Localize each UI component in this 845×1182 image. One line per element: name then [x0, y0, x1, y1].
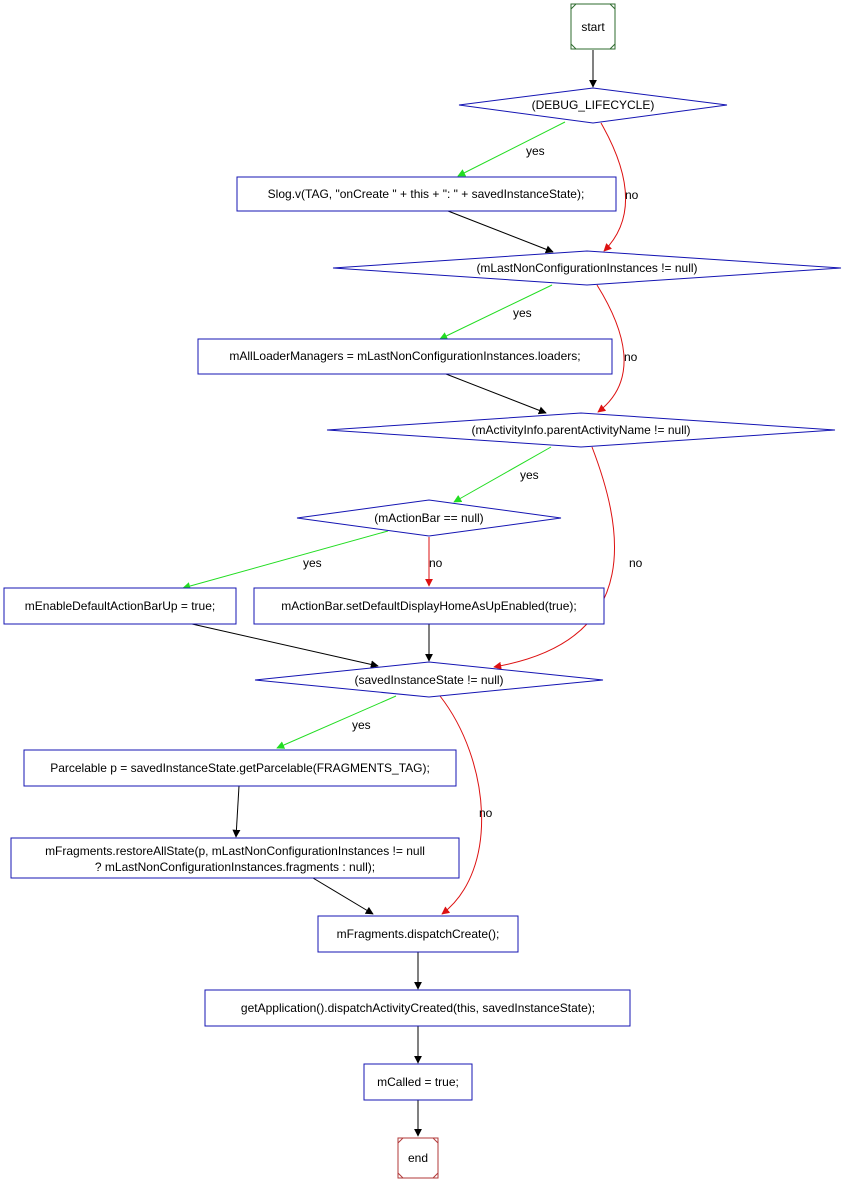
process-dispatch-create-label: mFragments.dispatchCreate(); — [337, 927, 500, 941]
process-called-label: mCalled = true; — [377, 1075, 459, 1089]
edge-parent-yes — [453, 446, 552, 503]
edge-saved-no — [439, 695, 483, 915]
edge-allloader-to-parent — [445, 373, 547, 415]
label-saved-no: no — [479, 806, 493, 820]
start-node[interactable]: start — [570, 3, 616, 50]
process-dispatch-activity-label: getApplication().dispatchActivityCreated… — [241, 1001, 595, 1015]
process-slog[interactable]: Slog.v(TAG, "onCreate " + this + ": " + … — [236, 176, 617, 212]
label-parent-yes: yes — [520, 468, 539, 482]
label-debug-yes: yes — [526, 144, 545, 158]
label-debug-no: no — [625, 188, 639, 202]
process-enable-default[interactable]: mEnableDefaultActionBarUp = true; — [3, 587, 237, 625]
decision-saved-state[interactable]: (savedInstanceState != null) — [254, 661, 604, 698]
process-slog-label: Slog.v(TAG, "onCreate " + this + ": " + … — [268, 187, 585, 201]
edge-debug-no — [600, 122, 626, 252]
process-restore-line2: ? mLastNonConfigurationInstances.fragmen… — [95, 860, 375, 874]
process-restore-line1: mFragments.restoreAllState(p, mLastNonCo… — [45, 844, 425, 858]
edge-lastnonconfig-yes — [439, 284, 553, 340]
process-enable-default-label: mEnableDefaultActionBarUp = true; — [25, 599, 215, 613]
label-lastnonconfig-yes: yes — [513, 306, 532, 320]
label-actionbar-no: no — [429, 556, 443, 570]
decision-saved-state-label: (savedInstanceState != null) — [354, 673, 503, 687]
decision-action-bar-null[interactable]: (mActionBar == null) — [296, 499, 562, 537]
decision-debug-lifecycle-label: (DEBUG_LIFECYCLE) — [532, 98, 655, 112]
end-node[interactable]: end — [397, 1137, 439, 1179]
edge-restore-to-dispatch — [312, 877, 374, 915]
decision-action-bar-null-label: (mActionBar == null) — [374, 511, 483, 525]
edge-debug-yes — [457, 121, 566, 177]
edge-slog-to-lastnonconfig — [447, 210, 554, 254]
edges — [182, 50, 626, 1137]
decision-parent-activity[interactable]: (mActivityInfo.parentActivityName != nul… — [326, 412, 836, 448]
decision-debug-lifecycle[interactable]: (DEBUG_LIFECYCLE) — [458, 87, 728, 124]
start-label: start — [581, 20, 605, 34]
label-actionbar-yes: yes — [303, 556, 322, 570]
edge-enabledefault-to-saved — [191, 623, 379, 669]
edge-labels: yes no yes no yes yes no no yes no — [303, 144, 643, 820]
process-restore-all-state[interactable]: mFragments.restoreAllState(p, mLastNonCo… — [10, 837, 460, 879]
process-parcelable[interactable]: Parcelable p = savedInstanceState.getPar… — [23, 749, 457, 787]
decision-last-nonconfig[interactable]: (mLastNonConfigurationInstances != null) — [332, 250, 842, 286]
label-saved-yes: yes — [352, 718, 371, 732]
edge-actionbar-yes — [182, 530, 389, 590]
process-called[interactable]: mCalled = true; — [363, 1063, 473, 1101]
process-parcelable-label: Parcelable p = savedInstanceState.getPar… — [50, 761, 430, 775]
process-all-loader-managers-label: mAllLoaderManagers = mLastNonConfigurati… — [229, 349, 580, 363]
label-parent-no: no — [629, 556, 643, 570]
decision-last-nonconfig-label: (mLastNonConfigurationInstances != null) — [476, 261, 697, 275]
end-label: end — [408, 1151, 428, 1165]
process-dispatch-activity[interactable]: getApplication().dispatchActivityCreated… — [204, 989, 631, 1027]
label-lastnonconfig-no: no — [624, 350, 638, 364]
edge-parcelable-to-restore — [232, 785, 241, 838]
edge-parent-no — [493, 446, 615, 670]
process-dispatch-create[interactable]: mFragments.dispatchCreate(); — [317, 915, 519, 953]
process-set-home-as-up[interactable]: mActionBar.setDefaultDisplayHomeAsUpEnab… — [253, 587, 605, 625]
process-all-loader-managers[interactable]: mAllLoaderManagers = mLastNonConfigurati… — [197, 338, 613, 375]
decision-parent-activity-label: (mActivityInfo.parentActivityName != nul… — [471, 423, 690, 437]
edge-saved-yes — [276, 695, 397, 749]
edge-lastnonconfig-no — [596, 284, 625, 413]
process-set-home-as-up-label: mActionBar.setDefaultDisplayHomeAsUpEnab… — [281, 599, 576, 613]
